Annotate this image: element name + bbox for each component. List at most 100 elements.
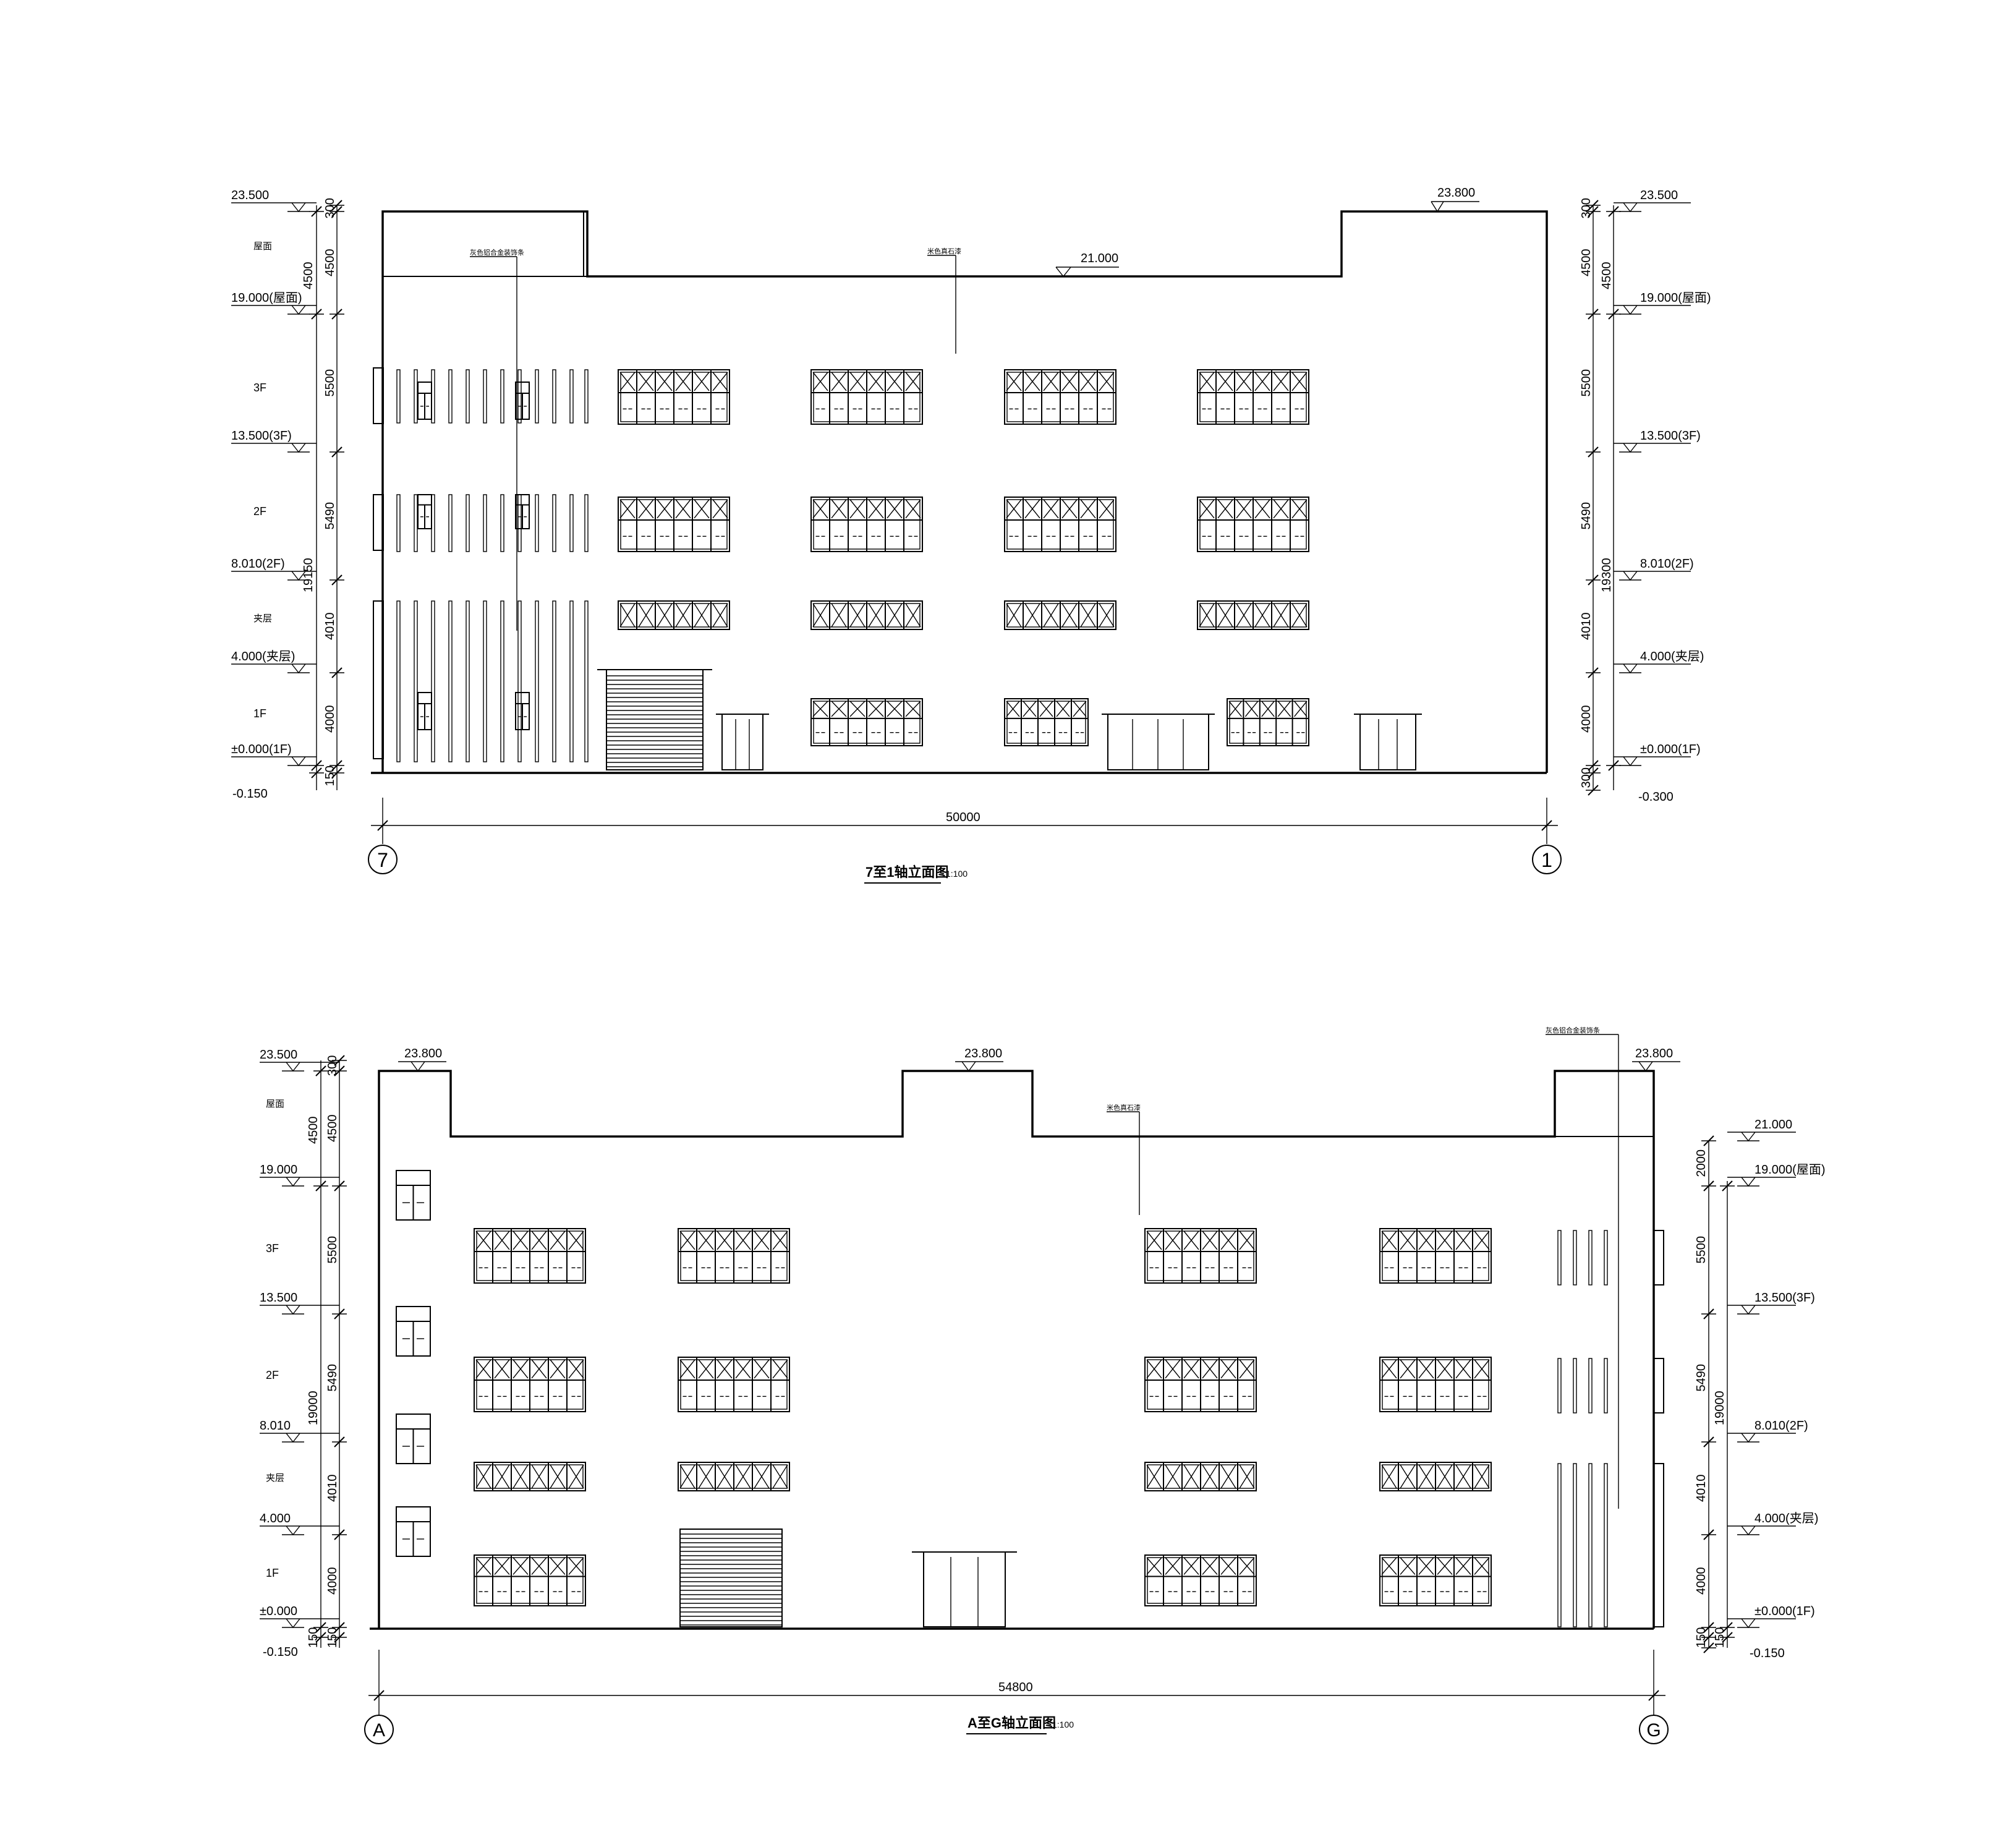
fin-window xyxy=(515,494,530,529)
side-window xyxy=(396,1170,431,1221)
dim-inner-2: 5500 xyxy=(326,1236,339,1264)
level-right-0-label: 23.500 xyxy=(1640,189,1678,202)
svg-text:23.800: 23.800 xyxy=(964,1047,1002,1060)
level-left-1-label: 19.000 xyxy=(260,1163,297,1177)
fin-window xyxy=(515,382,530,420)
floor-name-3: 夹层 xyxy=(266,1473,284,1483)
level-right-6: -0.150 xyxy=(1750,1647,1785,1660)
axis-bubble-g: G xyxy=(1639,1707,1669,1744)
dim-inner-3: 5490 xyxy=(323,502,337,530)
level-right-1-label: 19.000(屋面) xyxy=(1640,291,1711,305)
window-1f xyxy=(1227,698,1309,746)
overall-dimension-1: 50000 xyxy=(371,798,1558,832)
svg-text:7: 7 xyxy=(377,849,388,871)
rdim-inner-4: 4010 xyxy=(1580,613,1593,641)
roof-mark-1a: 23.800 xyxy=(1431,186,1479,213)
entrance-door-2 xyxy=(912,1551,1017,1627)
floor-name-1: 3F xyxy=(253,382,266,394)
side-window xyxy=(396,1306,431,1357)
level-right-1: 19.000(屋面) xyxy=(1614,291,1711,315)
aluminium-fin xyxy=(535,600,539,762)
svg-text:G: G xyxy=(1646,1720,1661,1741)
window-2f xyxy=(1004,497,1116,552)
rdim-outer-0: 19000 xyxy=(1713,1391,1727,1425)
roller-shutter-door-1 xyxy=(597,669,712,770)
rdim-inner-0: 2000 xyxy=(1695,1149,1708,1177)
level-left-0: 23.500 xyxy=(231,189,317,213)
axis-bubble-1: 1 xyxy=(1532,832,1562,874)
aluminium-fin xyxy=(569,494,574,552)
aluminium-fin xyxy=(552,494,556,552)
aluminium-fin xyxy=(500,600,504,762)
window-group-2 xyxy=(396,1170,1492,1606)
window-mezzanine xyxy=(810,600,923,630)
svg-text:23.800: 23.800 xyxy=(1635,1047,1673,1060)
fin-panel xyxy=(373,494,384,551)
dim-inner-1: 4500 xyxy=(323,249,337,277)
level-left-0-label: 23.500 xyxy=(231,189,269,202)
floor-name-2: 2F xyxy=(253,505,266,518)
level-left-2: 13.500 xyxy=(260,1291,339,1315)
note-paint-2: 米色真石漆 xyxy=(1107,1103,1141,1215)
level-left-1-label: 19.000(屋面) xyxy=(231,291,302,305)
dim-inner-5: 4000 xyxy=(326,1567,339,1595)
aluminium-fin xyxy=(466,600,470,762)
level-left-2-label: 13.500 xyxy=(260,1291,297,1305)
aluminium-fin xyxy=(448,369,453,424)
aluminium-fin xyxy=(414,600,418,762)
right-level-marks-2: 21.00019.000(屋面)13.500(3F)8.010(2F)4.000… xyxy=(1727,1118,1826,1660)
level-left-5: ±0.000 xyxy=(260,1605,339,1629)
svg-text:灰色铝合金装饰条: 灰色铝合金装饰条 xyxy=(1546,1026,1600,1034)
svg-text:23.800: 23.800 xyxy=(404,1047,442,1060)
aluminium-fin xyxy=(500,494,504,552)
rdim-inner-2: 5500 xyxy=(1580,369,1593,397)
floor-name-4: 1F xyxy=(253,707,266,720)
aluminium-fin xyxy=(396,369,401,424)
fin-panel xyxy=(1653,1463,1664,1627)
window-mezzanine xyxy=(678,1462,790,1491)
note-aluminium-1: 灰色铝合金装饰条 xyxy=(470,248,524,631)
rdim-outer-0: 4500 xyxy=(1600,262,1614,290)
rdim-inner-0: 300 xyxy=(1580,198,1593,218)
aluminium-fin xyxy=(535,494,539,552)
window-2f xyxy=(474,1357,586,1412)
level-right-2: 13.500(3F) xyxy=(1727,1291,1815,1315)
dim-inner-5: 4000 xyxy=(323,706,337,733)
aluminium-fin xyxy=(500,369,504,424)
aluminium-fin xyxy=(517,600,522,762)
aluminium-fin xyxy=(584,600,589,762)
overall-dimension-2: 54800 xyxy=(368,1650,1665,1707)
aluminium-fin xyxy=(396,494,401,552)
level-right-3: 8.010(2F) xyxy=(1727,1419,1808,1443)
aluminium-fin xyxy=(483,600,487,762)
roof-mark-2b: 23.800 xyxy=(955,1047,1003,1072)
level-left-3: 8.010(2F) xyxy=(231,557,317,581)
level-right-5: ±0.000(1F) xyxy=(1727,1605,1815,1629)
floor-name-3: 夹层 xyxy=(253,613,272,624)
level-right-3: 8.010(2F) xyxy=(1614,557,1694,581)
aluminium-fin xyxy=(396,600,401,762)
dim-outer-1: 19000 xyxy=(307,1391,320,1425)
side-window xyxy=(396,1413,431,1464)
aluminium-fin xyxy=(448,600,453,762)
fin-panel xyxy=(1653,1358,1664,1413)
level-right-3-label: 8.010(2F) xyxy=(1640,557,1694,571)
aluminium-fin xyxy=(584,494,589,552)
drawing-title-1: 7至1轴立面图 1:100 xyxy=(864,864,968,884)
window-2f xyxy=(618,497,730,552)
aluminium-fin xyxy=(1588,1230,1593,1286)
aluminium-fin xyxy=(466,494,470,552)
level-right-4-label: 4.000(夹层) xyxy=(1640,649,1704,663)
dim-outer-2: 150 xyxy=(307,1627,320,1648)
dim-inner-1: 4500 xyxy=(326,1115,339,1143)
level-left-6: -0.150 xyxy=(232,787,268,801)
window-2f xyxy=(810,497,923,552)
fin-window xyxy=(417,382,432,420)
dim-inner-3: 5490 xyxy=(326,1364,339,1392)
elevation-7-to-1: 灰色铝合金装饰条 米色真石漆 23.800 21.000 30045005500… xyxy=(231,186,1711,884)
dim-inner-4: 4010 xyxy=(326,1475,339,1503)
window-2f xyxy=(1197,497,1309,552)
window-1f xyxy=(810,698,923,746)
level-left-5: ±0.000(1F) xyxy=(231,743,317,767)
